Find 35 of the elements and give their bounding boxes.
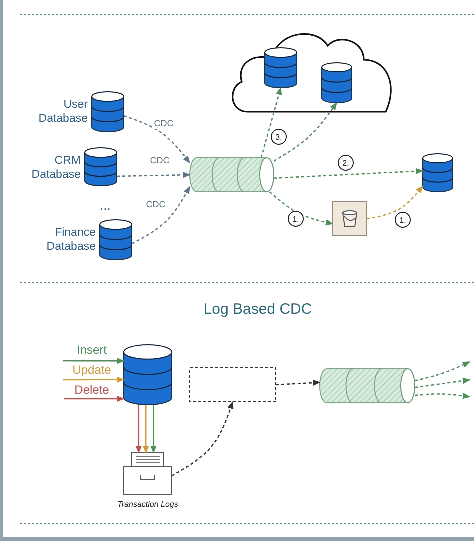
edge-label: CDC <box>154 118 174 130</box>
step-number: 3. <box>271 129 287 145</box>
edge-label: Delete <box>74 383 110 397</box>
step-number: 2. <box>338 155 354 171</box>
edge-label: Insert <box>77 343 107 357</box>
arrow <box>132 186 191 245</box>
node-caption: CRM Database <box>30 154 81 182</box>
arrow <box>63 376 125 383</box>
node-caption: Finance Database <box>46 226 96 254</box>
arrow <box>172 401 234 477</box>
step-number: 1. <box>288 211 304 227</box>
arrow <box>150 405 157 454</box>
arrow <box>274 102 338 162</box>
arrow <box>276 380 321 386</box>
arrow <box>116 172 191 178</box>
node-caption: User Database <box>38 98 88 126</box>
edge-label: CDC <box>150 156 170 166</box>
arrow <box>136 405 142 454</box>
step-number: 1. <box>395 212 411 228</box>
arrow <box>269 192 334 226</box>
arrow <box>63 358 125 364</box>
arrow <box>124 115 191 164</box>
node-caption: Transaction Logs <box>116 499 180 511</box>
arrow <box>366 186 424 220</box>
arrow <box>64 396 125 402</box>
arrow <box>274 168 424 180</box>
arrow <box>414 392 471 400</box>
arrow <box>414 378 471 388</box>
arrow <box>260 87 282 158</box>
ellipsis-label: ... <box>100 198 111 213</box>
arrow <box>142 405 150 454</box>
edge-label: CDC <box>146 200 166 210</box>
section-title: Log Based CDC <box>202 301 314 318</box>
edge-label: Update <box>72 363 112 377</box>
arrow <box>414 361 471 382</box>
